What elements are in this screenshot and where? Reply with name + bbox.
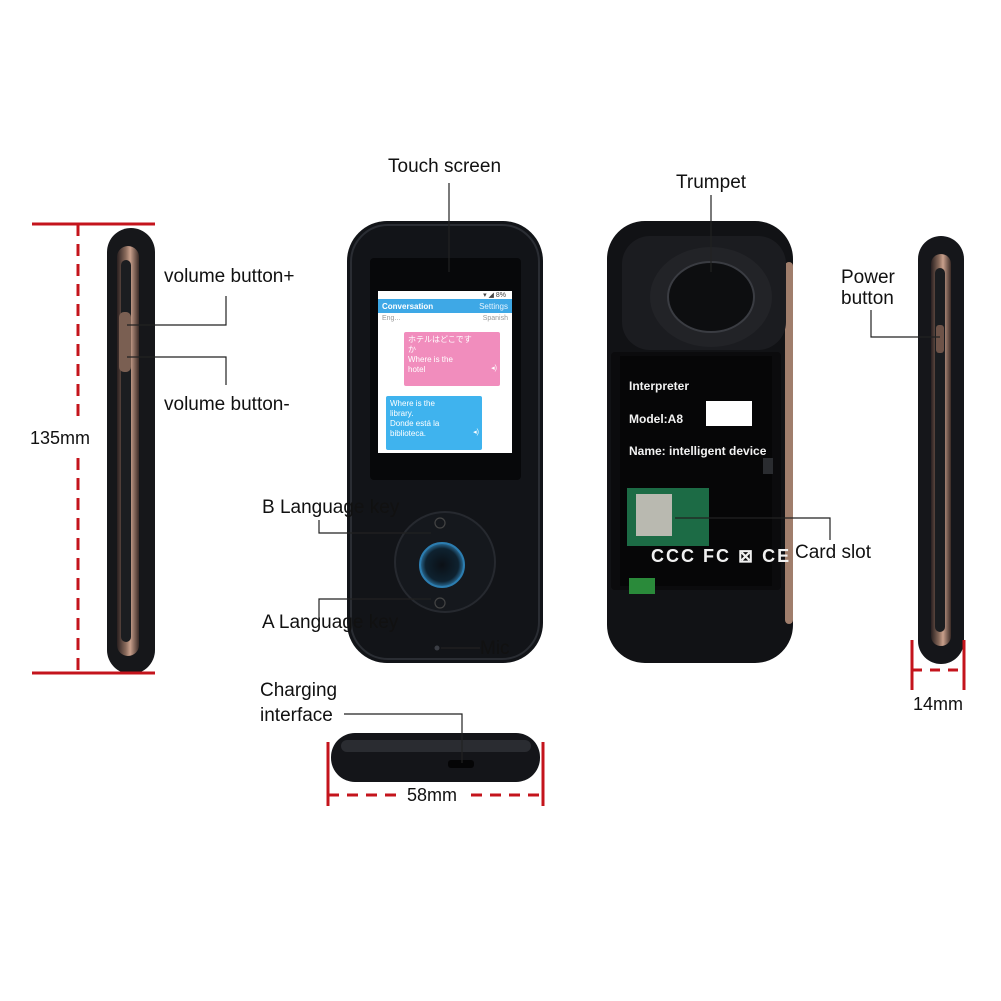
label-width: 58mm: [407, 785, 458, 805]
label-touch-screen: Touch screen: [388, 156, 502, 177]
bubble-text: Where is the: [390, 399, 435, 408]
bubble-text: hotel: [408, 365, 426, 374]
height-dimension: [32, 222, 155, 675]
speaker-icon[interactable]: ◂): [473, 429, 479, 436]
certification-marks: CCC FC ⊠ CE: [651, 546, 792, 566]
label-power-line1: Power: [841, 267, 895, 288]
status-bar: ▾ ◢ 8%: [378, 291, 512, 299]
bubble-text: ホテルはどこです: [408, 335, 472, 344]
label-depth: 14mm: [913, 694, 964, 714]
power-leader: [870, 310, 940, 338]
label-height: 135mm: [30, 428, 91, 448]
device-screen: ▾ ◢ 8% Conversation Settings Eng... Span…: [378, 291, 512, 453]
sticker-title: Interpreter: [629, 379, 690, 393]
depth-dimension: [910, 640, 966, 690]
translation-bubble-pink: ホテルはどこです か Where is the hotel ◂): [404, 332, 500, 386]
language-left[interactable]: Eng...: [382, 315, 401, 322]
bottom-view: [331, 733, 540, 782]
tab-conversation[interactable]: Conversation: [382, 301, 434, 311]
charging-leader: [344, 713, 463, 763]
label-card-slot: Card slot: [795, 542, 872, 563]
language-row: Eng... Spanish: [378, 313, 512, 324]
bubble-text: Donde está la: [390, 419, 440, 428]
sticker-name: Name: intelligent device: [629, 444, 767, 458]
front-leaders: [318, 183, 480, 649]
tab-settings[interactable]: Settings: [479, 301, 508, 311]
speaker-icon[interactable]: ◂): [491, 365, 497, 372]
label-mic: Mic: [480, 638, 510, 659]
label-charging-line1: Charging: [260, 680, 338, 701]
label-b-language-key: B Language key: [262, 497, 400, 518]
label-volume-up: volume button+: [164, 266, 295, 287]
side-view-left: [107, 228, 155, 674]
label-charging-line2: interface: [260, 705, 333, 726]
label-power-line2: button: [841, 288, 894, 309]
label-trumpet: Trumpet: [676, 172, 747, 193]
back-leaders: [675, 195, 831, 540]
width-dimension: [326, 742, 545, 806]
screen-tab-bar: Conversation Settings: [378, 299, 512, 313]
bubble-text: biblioteca.: [390, 429, 427, 438]
translation-bubble-blue: Where is the library. Donde está la bibl…: [386, 396, 482, 450]
volume-leaders: [127, 296, 227, 385]
side-view-right: [918, 236, 964, 664]
label-volume-down: volume button-: [164, 394, 290, 415]
back-view: [607, 221, 793, 663]
language-right[interactable]: Spanish: [482, 315, 508, 322]
bubble-text: library.: [390, 409, 414, 418]
bubble-text: Where is the: [408, 355, 453, 364]
bubble-text: か: [408, 345, 416, 354]
label-a-language-key: A Language key: [262, 612, 399, 633]
sticker-model: Model:A8: [629, 412, 683, 426]
